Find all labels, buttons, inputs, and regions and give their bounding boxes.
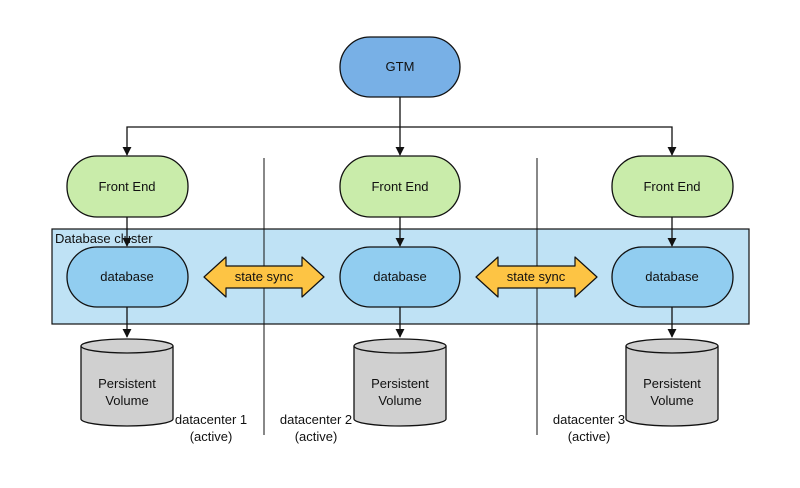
volume-label-1a: Persistent [98,376,156,391]
gtm-connector-left [122,126,400,156]
frontend-label-2: Front End [371,179,428,194]
database-label-3: database [645,269,699,284]
frontend-label-3: Front End [643,179,700,194]
volume-label-1b: Volume [105,393,148,408]
column-datacenter-2: Front End database Persistent Volume dat… [280,155,461,444]
datacenter-name-1: datacenter 1 [175,412,247,427]
persistent-volume-2: Persistent Volume [353,338,447,427]
datacenter-name-2: datacenter 2 [280,412,352,427]
volume-label-2a: Persistent [371,376,429,391]
datacenter-status-3: (active) [568,429,611,444]
state-sync-arrow-2: state sync [475,256,598,298]
volume-label-3b: Volume [650,393,693,408]
volume-label-2b: Volume [378,393,421,408]
persistent-volume-1: Persistent Volume [80,338,174,427]
persistent-volume-3: Persistent Volume [625,338,719,427]
gtm-connector-right [400,126,677,156]
column-datacenter-1: Front End database Persistent Volume dat… [66,155,247,444]
frontend-label-1: Front End [98,179,155,194]
gtm-label: GTM [386,59,415,74]
database-cluster-label: Database cluster [55,231,153,246]
database-label-1: database [100,269,154,284]
column-datacenter-3: Front End database Persistent Volume dat… [553,155,734,444]
datacenter-name-3: datacenter 3 [553,412,625,427]
gtm-node: GTM [339,36,461,98]
datacenter-status-1: (active) [190,429,233,444]
datacenter-status-2: (active) [295,429,338,444]
database-label-2: database [373,269,427,284]
state-sync-arrow-1: state sync [203,256,325,298]
volume-label-3a: Persistent [643,376,701,391]
state-sync-label-1: state sync [235,269,294,284]
state-sync-label-2: state sync [507,269,566,284]
